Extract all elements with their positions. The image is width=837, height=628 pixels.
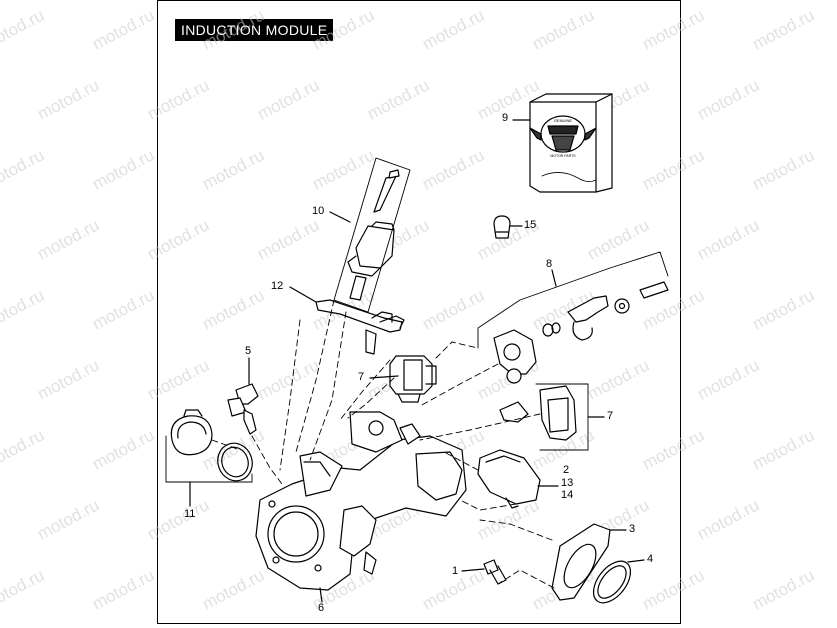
group-bracket-8 — [477, 251, 669, 349]
callout-15: 15 — [524, 219, 537, 231]
part-10-sensor — [347, 169, 400, 301]
part-7-injector-lower — [499, 385, 577, 441]
callout-5: 5 — [245, 345, 252, 357]
callout-10: 10 — [312, 205, 325, 217]
group-bracket-11 — [165, 435, 253, 483]
part-3-gasket-plate — [551, 523, 611, 601]
callout-6: 6 — [318, 602, 325, 614]
part-1-screw — [483, 559, 507, 585]
callout-8: 8 — [546, 258, 553, 270]
part-8-fuel-line — [493, 281, 669, 384]
leader-6 — [319, 587, 323, 603]
part-2-sensor — [477, 449, 541, 509]
callout-4: 4 — [647, 553, 654, 565]
callout-14: 14 — [561, 489, 574, 501]
part-11-cover — [170, 409, 213, 456]
part-12-bracket — [315, 299, 405, 355]
callout-9: 9 — [502, 112, 509, 124]
callout-1: 1 — [452, 565, 459, 577]
callout-7b: 7 — [607, 410, 614, 422]
part-6-throttle-body — [255, 411, 467, 591]
callout-2: 2 — [563, 464, 570, 476]
callout-11: 11 — [184, 508, 196, 520]
logo-top-text: GENUINE — [554, 118, 573, 123]
callout-13: 13 — [561, 477, 574, 489]
part-9-kit-box: GENUINE MOTOR PARTS — [529, 93, 613, 193]
callout-3: 3 — [629, 523, 636, 535]
diagram-title: INDUCTION MODULE — [175, 19, 334, 41]
leader-1 — [461, 568, 485, 572]
genuine-motor-parts-logo: GENUINE MOTOR PARTS — [529, 115, 597, 158]
part-15-cap — [493, 215, 511, 239]
part-4-oring — [592, 560, 632, 604]
logo-bottom-text: MOTOR PARTS — [550, 154, 576, 158]
callout-12: 12 — [271, 280, 284, 292]
leader-10 — [329, 211, 351, 223]
part-7-injector-upper — [389, 355, 437, 403]
part-11-oring — [217, 442, 253, 482]
leader-8 — [551, 269, 557, 287]
leader-12 — [289, 286, 317, 303]
group-bracket-10 — [333, 157, 411, 313]
assembly-lines — [211, 299, 555, 589]
callout-7a: 7 — [358, 371, 365, 383]
part-5-sensor — [227, 383, 259, 435]
leader-4 — [627, 559, 645, 563]
